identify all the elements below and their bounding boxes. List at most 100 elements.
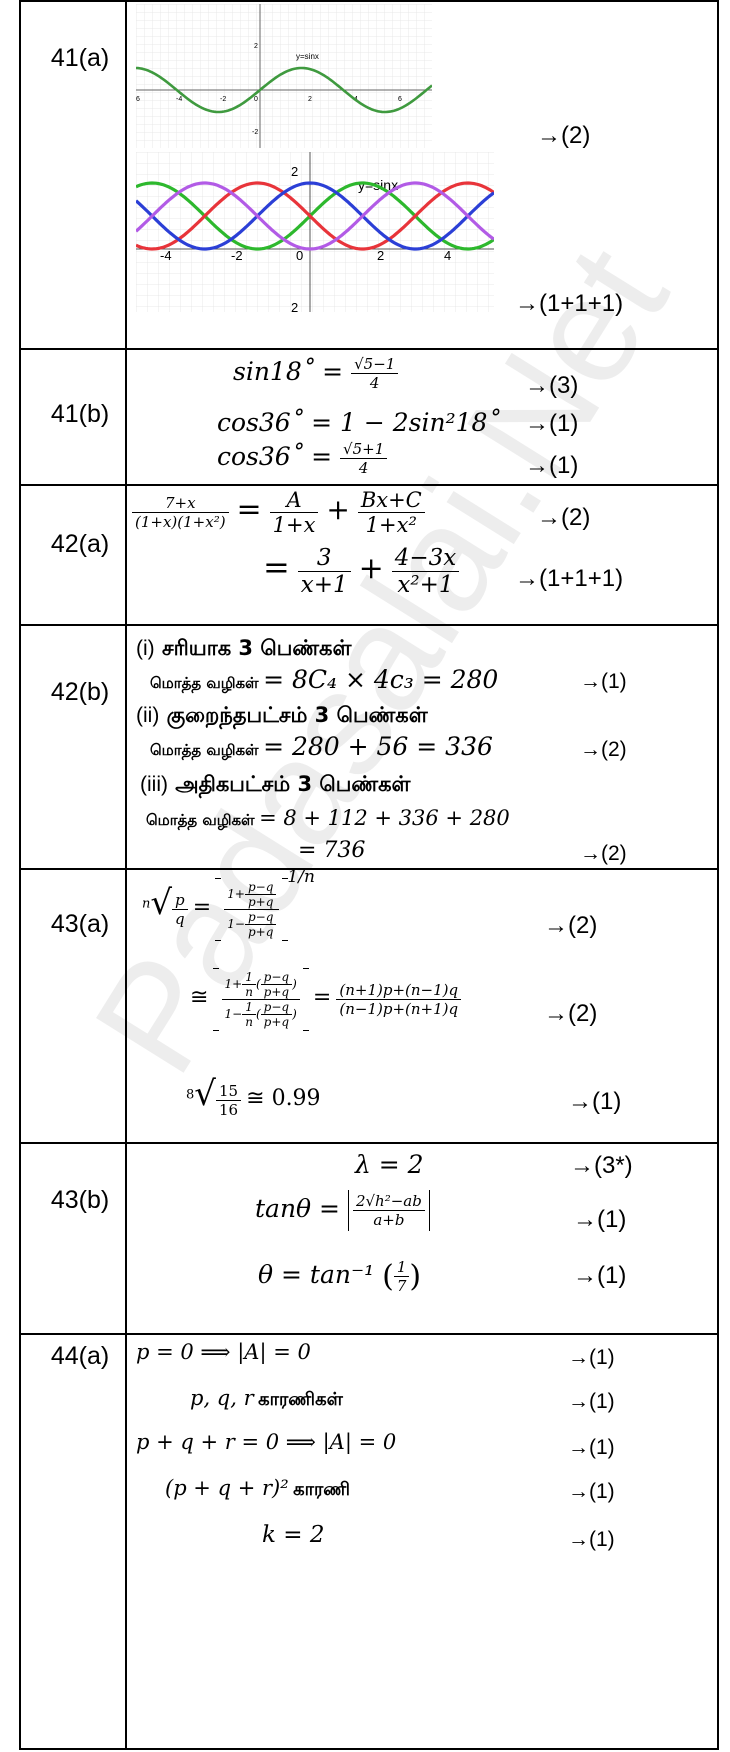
table-border-right [717,0,719,1750]
denominator: p+q [247,895,274,909]
row-divider [19,348,719,350]
denominator: x²+1 [397,572,454,598]
equation: k = 2 [262,1522,325,1548]
denominator: 1+x² [365,513,417,537]
ways-line: மொத்த வழிகள் = 8C₄ × 4c₃ = 280 [150,665,498,694]
equation: λ = 2 [355,1150,424,1179]
marks: →(1+1+1) [515,290,624,317]
ways-label: மொத்த வழிகள் [150,674,259,692]
question-label: 42(b) [50,678,110,706]
denominator: 4 [369,374,380,392]
one-plus: 1+ [224,977,243,991]
ways-expression: = 8C₄ × 4c₃ = 280 [263,665,499,694]
numerator: 4−3x [391,545,460,572]
x-tick: 0 [254,96,258,103]
marks: →(1) [573,1262,627,1289]
denominator: p+q [263,985,290,999]
denominator: p+q [263,1015,290,1029]
denominator: p+q [247,925,274,939]
marks: →(2) [580,738,627,761]
marks: →(1) [573,1206,627,1233]
denominator: 1+x [272,513,316,537]
one-minus: 1− [227,917,245,931]
x-tick: -4 [160,248,172,263]
marks: →(2) [537,122,591,149]
denominator: q [175,910,185,928]
denominator: 7 [396,1277,407,1295]
marks: →(1+1+1) [515,565,624,592]
numerator: p−q [244,910,277,925]
numerator: 3 [297,545,351,572]
equation: cos36˚ = 1 − 2sin²18˚ [217,408,500,437]
marks: →(2) [580,842,627,865]
tamil-text: காரணி [293,1479,351,1500]
table-border-bottom [19,1748,719,1750]
denominator: n [245,1015,253,1029]
table-border-left [19,0,21,1750]
ways-expression-continued: = 736 [298,838,366,863]
equation-lhs: sin18˚ = [233,357,344,386]
question-label: 42(a) [50,530,110,558]
denominator: n [245,985,253,999]
x-tick: -2 [220,96,226,103]
row-divider [19,624,719,626]
equation: p, q, r காரணிகள் [190,1386,343,1412]
radical-sign: √ [150,883,173,923]
factor-expression: (p + q + r)² [165,1476,289,1500]
tamil-text: காரணிகள் [258,1389,343,1410]
one-plus: 1+ [227,887,245,901]
ways-expression: = 280 + 56 = 336 [263,732,493,761]
question-label: 41(a) [50,44,110,72]
marks: →(2) [544,1000,598,1027]
question-label: 43(b) [50,1186,110,1214]
numerator: 7+x [132,494,229,513]
row-divider [19,868,719,870]
y-tick: 2 [291,164,298,179]
denominator: (1+x)(1+x²) [135,513,226,531]
numerator: 1 [242,970,256,985]
case-heading: (ii) குறைந்தபட்சம் 3 பெண்கள் [136,703,428,730]
x-tick: 2 [308,96,312,103]
ways-expression: = 8 + 112 + 336 + 280 [259,806,510,830]
graph-grid [136,4,432,148]
numerator: p−q [244,880,277,895]
fraction: 7+x(1+x)(1+x²) [132,494,229,531]
approx-sign: ≅ [190,985,209,1010]
plus-sign: + [326,493,350,526]
ways-line: மொத்த வழிகள் = 280 + 56 = 336 [150,732,493,761]
numerator: √5−1 [351,355,399,374]
denominator: a+b [373,1211,405,1229]
denominator: 16 [218,1101,239,1119]
numerator: p [172,891,188,910]
numerator: Bx+C [357,488,425,513]
variables: p, q, r [190,1386,254,1410]
x-tick: 6 [398,96,402,103]
column-divider [125,0,127,1750]
denominator: 4 [358,459,369,477]
radical-sign: √ [194,1074,216,1114]
equation-lhs: cos36˚ = [217,442,333,471]
